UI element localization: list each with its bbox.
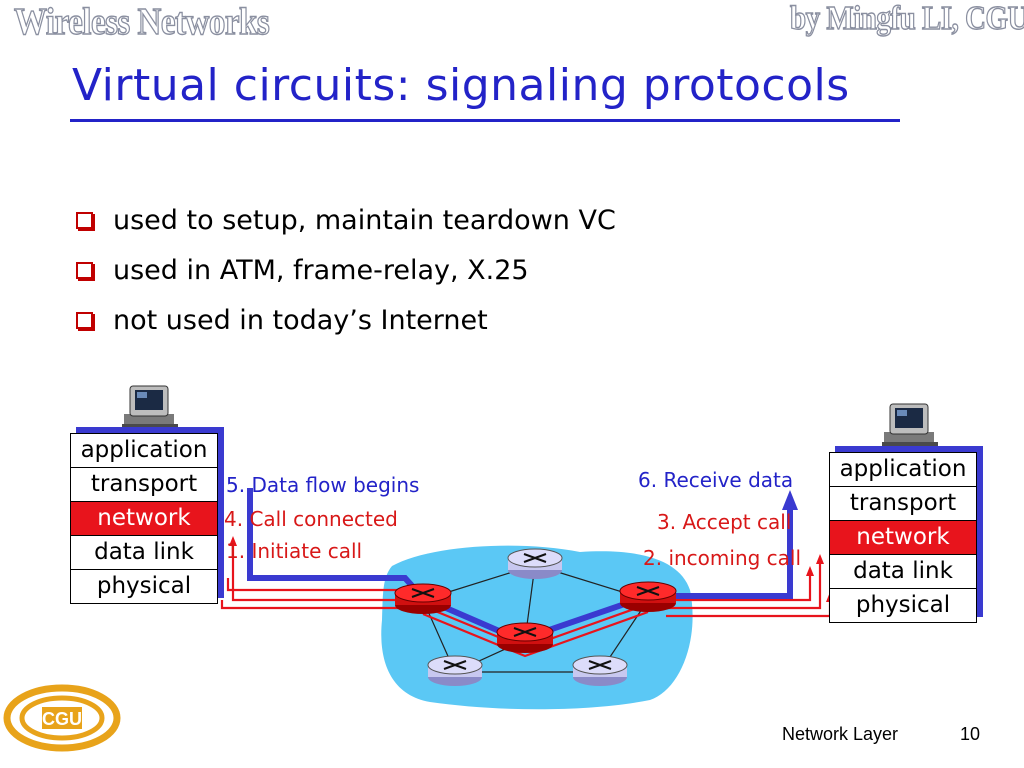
step-2-label: 2. incoming call bbox=[643, 546, 802, 570]
router-icon bbox=[572, 655, 628, 686]
bullet-box-icon bbox=[76, 261, 93, 279]
bullet-text: used to setup, maintain teardown VC bbox=[113, 204, 616, 236]
computer-icon bbox=[122, 385, 178, 430]
layer-data-link: data link bbox=[830, 555, 976, 589]
layer-application: application bbox=[830, 453, 976, 487]
page-title: Virtual circuits: signaling protocols bbox=[72, 60, 850, 111]
layer-physical: physical bbox=[855, 592, 951, 618]
svg-text:CGU: CGU bbox=[42, 709, 82, 729]
bullet-item: not used in today’s Internet bbox=[76, 295, 616, 345]
header-left-text: Wireless Networks bbox=[13, 1, 270, 44]
footer-section: Network Layer bbox=[782, 724, 899, 744]
protocol-stack-left: application transport network data link … bbox=[70, 433, 218, 604]
step-6-label: 6. Receive data bbox=[638, 468, 794, 492]
layer-data-link: data link bbox=[71, 536, 217, 570]
protocol-stack-right: application transport network data link … bbox=[829, 452, 977, 623]
title-underline bbox=[70, 119, 900, 122]
layer-network: network bbox=[830, 521, 976, 555]
step-4-label: 4. Call connected bbox=[224, 507, 398, 531]
footer-page-number: 10 bbox=[960, 724, 981, 744]
layer-network: network bbox=[71, 502, 217, 536]
router-icon bbox=[427, 655, 483, 686]
layer-transport: transport bbox=[71, 468, 217, 502]
data-flow-path-blue bbox=[247, 488, 798, 644]
bullet-item: used to setup, maintain teardown VC bbox=[76, 195, 616, 245]
bullet-text: not used in today’s Internet bbox=[113, 304, 488, 336]
router-icon bbox=[619, 581, 677, 612]
bullet-box-icon bbox=[76, 211, 93, 229]
step-5-label: 5. Data flow begins bbox=[226, 473, 420, 497]
router-icon bbox=[496, 622, 554, 653]
layer-physical: physical bbox=[96, 573, 192, 599]
bullet-box-icon bbox=[76, 311, 93, 329]
bullet-text: used in ATM, frame-relay, X.25 bbox=[113, 254, 529, 286]
layer-transport: transport bbox=[830, 487, 976, 521]
bullet-list: used to setup, maintain teardown VC used… bbox=[76, 195, 616, 345]
cgu-logo-icon: CGU bbox=[3, 684, 121, 752]
step-3-label: 3. Accept call bbox=[657, 510, 792, 534]
router-icon bbox=[394, 583, 452, 614]
computer-icon bbox=[882, 403, 938, 448]
step-1-label: 1. Initiate call bbox=[226, 539, 363, 563]
header-right-text: by Mingfu LI, CGUEE bbox=[789, 0, 1024, 37]
layer-application: application bbox=[71, 434, 217, 468]
router-icon bbox=[507, 548, 563, 579]
bullet-item: used in ATM, frame-relay, X.25 bbox=[76, 245, 616, 295]
